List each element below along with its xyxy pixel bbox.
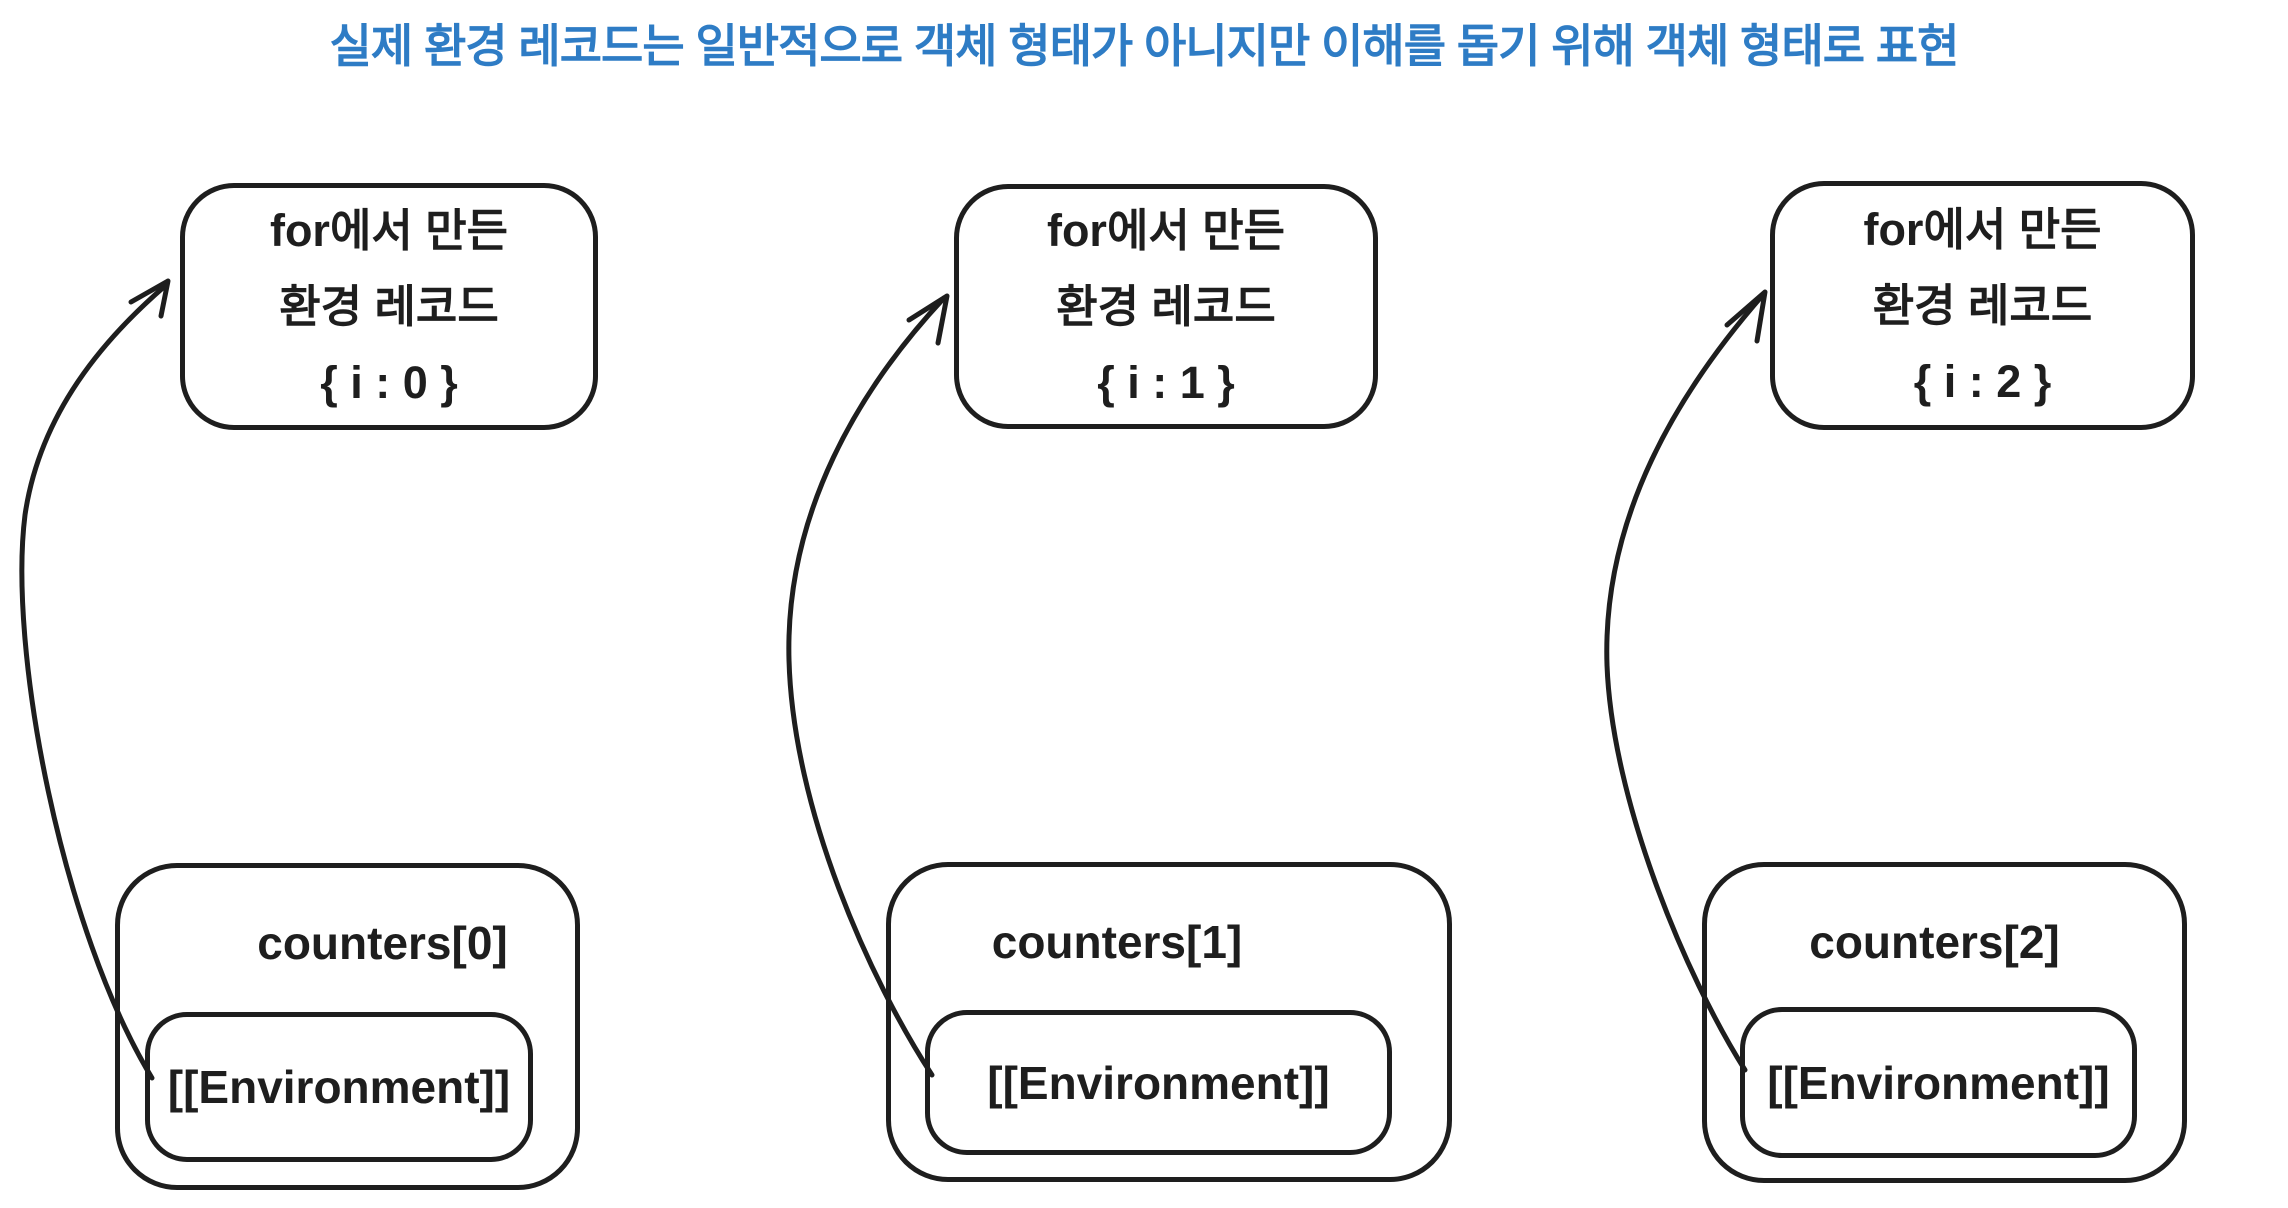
counter-box-2: counters[2] [[Environment]] (1702, 862, 2187, 1183)
counter-box-1: counters[1] [[Environment]] (886, 862, 1452, 1182)
env-record-box-2: for에서 만든 환경 레코드 { i : 2 } (1770, 181, 2195, 430)
arrow-head-2 (1724, 289, 1768, 344)
counter-label: counters[0] (257, 917, 508, 969)
counter-box-0: counters[0] [[Environment]] (115, 863, 580, 1190)
environment-slot-label: [[Environment]] (1767, 1056, 2110, 1109)
counter-label: counters[2] (1809, 916, 2060, 968)
env-record-line1: for에서 만든 (1046, 204, 1286, 256)
env-record-value: { i : 2 } (1913, 355, 2052, 407)
env-record-box-1: for에서 만든 환경 레코드 { i : 1 } (954, 184, 1378, 429)
environment-slot-label: [[Environment]] (167, 1061, 511, 1113)
env-record-line1: for에서 만든 (1863, 203, 2102, 255)
env-record-value: { i : 0 } (320, 356, 458, 408)
env-record-line2: 환경 레코드 (1056, 280, 1276, 332)
env-record-box-0: for에서 만든 환경 레코드 { i : 0 } (180, 183, 598, 430)
environment-slot-box: [[Environment]] (925, 1010, 1392, 1155)
diagram-title: 실제 환경 레코드는 일반적으로 객체 형태가 아니지만 이해를 돕기 위해 객… (329, 20, 1960, 72)
environment-slot-box: [[Environment]] (145, 1012, 533, 1162)
env-record-value: { i : 1 } (1097, 356, 1235, 408)
env-record-line2: 환경 레코드 (1872, 279, 2093, 331)
env-record-line1: for에서 만든 (269, 204, 509, 256)
arrow-head-1 (906, 293, 950, 346)
environment-slot-label: [[Environment]] (987, 1056, 1330, 1109)
arrow-head-0 (128, 278, 171, 319)
env-record-line2: 환경 레코드 (279, 280, 499, 332)
environment-slot-box: [[Environment]] (1740, 1007, 2137, 1158)
counter-label: counters[1] (991, 916, 1243, 968)
